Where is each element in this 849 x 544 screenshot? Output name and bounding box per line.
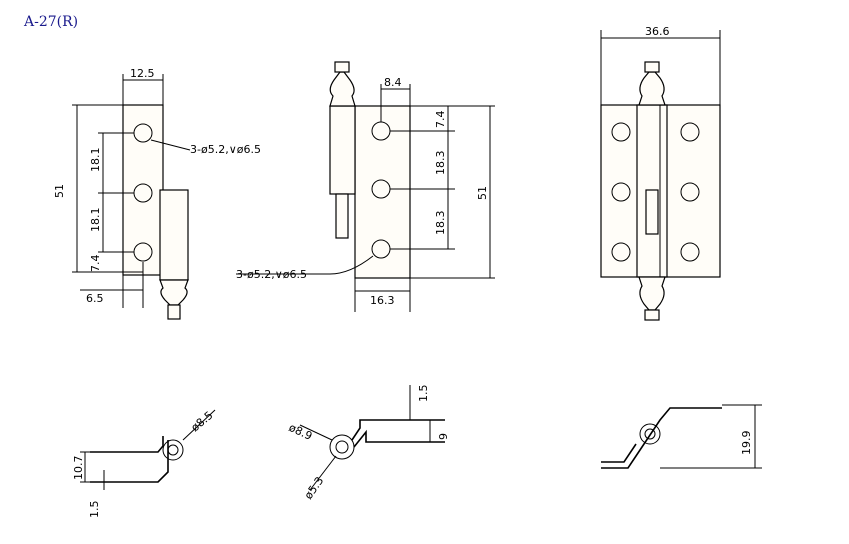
section-c-pin bbox=[644, 428, 656, 440]
assembled-hole-r3 bbox=[680, 242, 700, 262]
front-pin bbox=[335, 193, 349, 239]
front-finial-top bbox=[329, 71, 356, 107]
front-dim-edge-top: 7.4 bbox=[434, 111, 447, 129]
front-finial-tip bbox=[334, 61, 350, 73]
front-dim-hole-offset: 8.4 bbox=[384, 76, 402, 89]
front-knuckle bbox=[329, 105, 356, 195]
section-a-pin bbox=[167, 444, 179, 456]
section-a: ø8.5 10.7 1.5 bbox=[72, 409, 215, 518]
section-b-thickness: 1.5 bbox=[417, 385, 430, 403]
assembled-hole-r2 bbox=[680, 182, 700, 202]
section-b-pin-dia: ø8.9 bbox=[287, 421, 314, 443]
assembled-finial-bottom bbox=[638, 276, 666, 311]
section-c: 19.9 bbox=[601, 404, 762, 469]
side-finial-bottom bbox=[159, 279, 189, 306]
front-dim-pitch-1: 18.3 bbox=[434, 151, 447, 176]
front-dim-height: 51 bbox=[476, 186, 489, 200]
section-a-knuckle bbox=[162, 439, 184, 461]
assembled-finial-bottom-tip bbox=[644, 309, 660, 321]
side-knuckle bbox=[159, 189, 189, 281]
assembled-pin bbox=[645, 189, 659, 235]
side-dim-edge-bottom: 7.4 bbox=[89, 255, 102, 273]
side-finial-tip bbox=[167, 304, 181, 320]
section-a-pin-dia: ø8.5 bbox=[189, 409, 216, 435]
front-leaf-plate bbox=[354, 105, 411, 279]
section-a-thickness: 1.5 bbox=[88, 501, 101, 519]
assembled-hole-l2 bbox=[611, 182, 631, 202]
assembled-hole-l1 bbox=[611, 122, 631, 142]
side-dim-edge-left: 6.5 bbox=[86, 292, 104, 305]
section-b-outer-dia: ø5.3 bbox=[302, 474, 327, 501]
side-dim-height: 51 bbox=[53, 184, 66, 198]
assembled-hole-r1 bbox=[680, 122, 700, 142]
side-leaf-plate bbox=[122, 104, 164, 276]
side-dim-pitch-1: 18.1 bbox=[89, 148, 102, 173]
section-a-height: 10.7 bbox=[72, 456, 85, 481]
side-view: 12.5 51 18.1 18.1 7.4 6.5 3-ø5.2,∨ø6.5 bbox=[53, 67, 261, 320]
front-dim-leaf-width: 16.3 bbox=[370, 294, 395, 307]
assembled-dim-width: 36.6 bbox=[645, 25, 670, 38]
drawing-title: A-27(R) bbox=[24, 14, 79, 30]
section-c-height: 19.9 bbox=[740, 431, 753, 456]
section-b-knuckle bbox=[329, 434, 355, 460]
section-b-pin bbox=[335, 440, 349, 454]
section-c-knuckle bbox=[639, 423, 661, 445]
front-hole-note: 3-ø5.2,∨ø6.5 bbox=[236, 268, 307, 281]
side-dim-pitch-2: 18.1 bbox=[89, 208, 102, 233]
side-hole-note: 3-ø5.2,∨ø6.5 bbox=[190, 143, 261, 156]
section-b: ø8.9 ø5.3 1.5 9 bbox=[287, 385, 450, 502]
assembled-finial-top bbox=[638, 71, 666, 106]
side-dim-width: 12.5 bbox=[130, 67, 155, 80]
assembled-view: 36.6 bbox=[600, 25, 721, 321]
assembled-hole-l3 bbox=[611, 242, 631, 262]
assembled-finial-top-tip bbox=[644, 61, 660, 73]
section-b-offset: 9 bbox=[437, 433, 450, 440]
front-view: 8.4 51 7.4 18.3 18.3 16.3 3-ø5.2,∨ø6.5 bbox=[236, 61, 495, 312]
front-dim-pitch-2: 18.3 bbox=[434, 211, 447, 236]
